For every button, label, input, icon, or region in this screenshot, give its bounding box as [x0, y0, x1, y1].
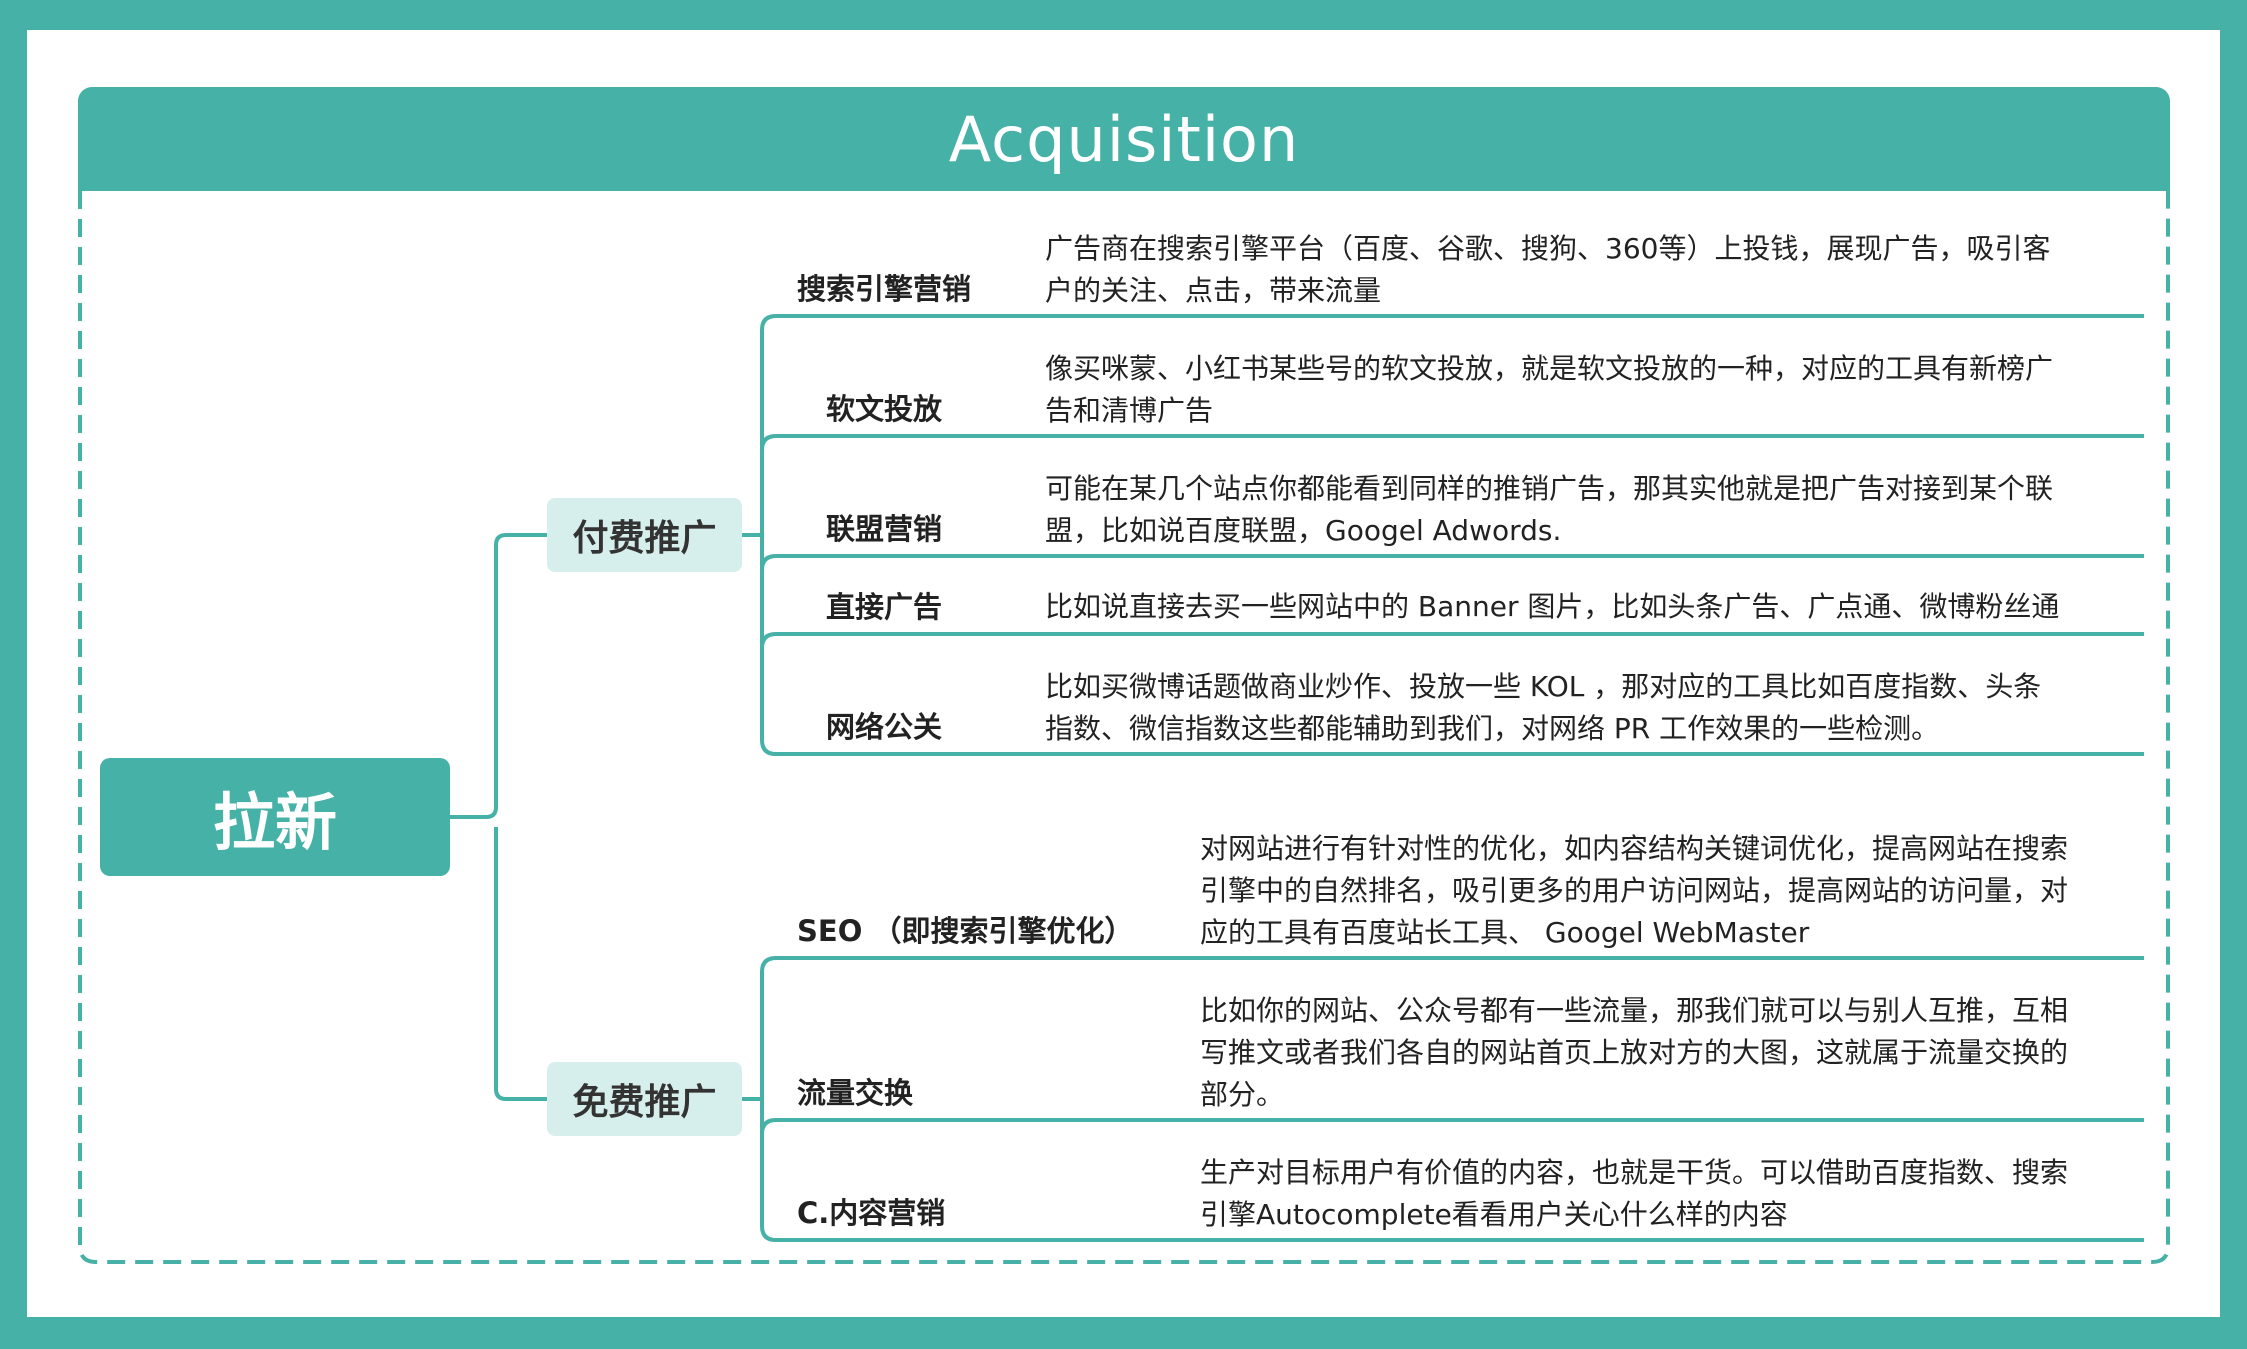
free-item-lines	[760, 1118, 2144, 1135]
category-node-paid: 付费推广	[547, 498, 742, 572]
category-node-free: 免费推广	[547, 1062, 742, 1136]
item-desc-direct-ads: 比如说直接去买一些网站中的 Banner 图片，比如头条广告、广点通、微博粉丝通	[1045, 590, 2060, 623]
item-label-search-marketing: 搜索引擎营销	[797, 272, 972, 306]
item-label-seo: SEO （即搜索引擎优化）	[797, 914, 1134, 948]
dashed-frame	[78, 191, 2170, 1264]
paid-branch-line	[742, 314, 2144, 756]
root-branch-line	[450, 533, 547, 1101]
item-desc-seo: 对网站进行有针对性的优化，如内容结构关键词优化，提高网站在搜索 引擎中的自然排名…	[1200, 832, 2069, 949]
item-desc-search-marketing: 广告商在搜索引擎平台（百度、谷歌、搜狗、360等）上投钱，展现广告，吸引客 户的…	[1045, 232, 2051, 307]
item-label-soft-article: 软文投放	[826, 392, 943, 426]
item-desc-content-marketing: 生产对目标用户有价值的内容，也就是干货。可以借助百度指数、搜索 引擎Autoco…	[1200, 1156, 2069, 1231]
paid-item-lines	[760, 434, 2144, 649]
item-label-direct-ads: 直接广告	[826, 590, 943, 624]
free-branch-line	[742, 956, 2144, 1242]
item-label-affiliate-marketing: 联盟营销	[826, 512, 943, 546]
item-desc-soft-article: 像买咪蒙、小红书某些号的软文投放，就是软文投放的一种，对应的工具有新榜广 告和清…	[1045, 352, 2054, 427]
item-desc-traffic-exchange: 比如你的网站、公众号都有一些流量，那我们就可以与别人互推，互相 写推文或者我们各…	[1200, 994, 2069, 1111]
item-desc-affiliate-marketing: 可能在某几个站点你都能看到同样的推销广告，那其实他就是把广告对接到某个联 盟，比…	[1045, 472, 2054, 547]
item-label-traffic-exchange: 流量交换	[797, 1076, 914, 1110]
item-label-content-marketing: C.内容营销	[797, 1196, 946, 1230]
item-desc-online-pr: 比如买微博话题做商业炒作、投放一些 KOL ，那对应的工具比如百度指数、头条 指…	[1045, 670, 2042, 745]
item-label-online-pr: 网络公关	[826, 710, 943, 744]
root-node: 拉新	[100, 758, 450, 876]
canvas-sheet	[27, 30, 2220, 1317]
header-banner: Acquisition	[78, 87, 2170, 191]
page-title: Acquisition	[948, 102, 1300, 176]
